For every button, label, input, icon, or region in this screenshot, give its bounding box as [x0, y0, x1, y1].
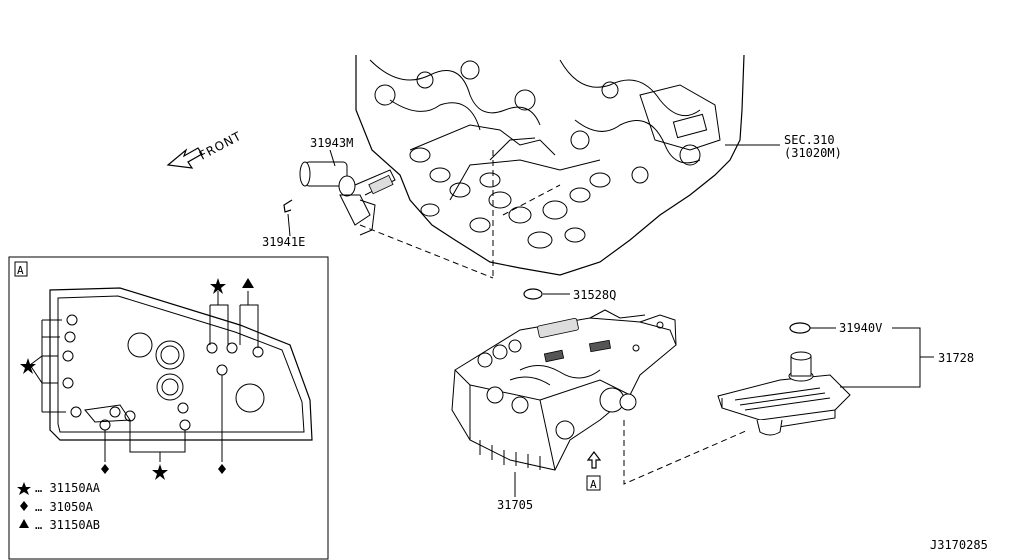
- diagram-code: J3170285: [930, 538, 988, 552]
- star-marker-icon: [152, 464, 168, 480]
- bracket-31728: [840, 327, 921, 388]
- triangle-marker-icon: [242, 278, 254, 288]
- legend-star-label: … 31150AA: [35, 481, 101, 495]
- alignment-line: [502, 184, 561, 216]
- part-label-31940v: 31940V: [839, 321, 882, 335]
- solenoid-31943m-drawing: [299, 161, 396, 236]
- leader-31943m: [329, 149, 336, 167]
- view-direction-arrow-icon: [586, 451, 602, 469]
- front-arrow-icon: [166, 147, 203, 169]
- control-valve-31705-drawing: [451, 309, 677, 471]
- front-label: FRONT: [197, 129, 244, 163]
- legend-star-icon: [17, 482, 31, 495]
- part-label-31941e: 31941E: [262, 235, 305, 249]
- legend-triangle-icon: [19, 519, 29, 528]
- part-label-31705: 31705: [497, 498, 533, 512]
- detail-view-a-frame: [8, 256, 329, 560]
- view-a-marker-label: A: [17, 264, 24, 277]
- transmission-case-drawing: [355, 54, 745, 276]
- view-a-marker: [14, 261, 28, 277]
- part-label-31943m: 31943M: [310, 136, 353, 150]
- o-ring-31940v-icon: [789, 322, 811, 334]
- legend-triangle-label: … 31150AB: [35, 518, 100, 532]
- clip-31941e-icon: [283, 199, 293, 213]
- diamond-marker-icon: [101, 464, 109, 474]
- part-label-31528q: 31528Q: [573, 288, 616, 302]
- star-marker-icon: [210, 278, 226, 294]
- valve-body-plan-drawing: [29, 287, 313, 462]
- legend-diamond-label: … 31050A: [35, 500, 94, 514]
- view-a-reference-label: A: [590, 478, 597, 491]
- section-ref-label: SEC.310: [784, 133, 835, 147]
- star-marker-icon: [20, 358, 36, 374]
- alignment-line: [623, 420, 749, 485]
- oil-filter-31728-drawing: [717, 351, 851, 436]
- part-label-31728: 31728: [938, 351, 974, 365]
- section-sub-label: (31020M): [784, 146, 842, 160]
- alignment-line: [359, 224, 494, 279]
- leader-31941e: [287, 213, 291, 237]
- o-ring-31528q-icon: [523, 288, 543, 300]
- view-a-reference-marker: [586, 475, 601, 491]
- legend-diamond-icon: [20, 501, 28, 511]
- diamond-marker-icon: [218, 464, 226, 474]
